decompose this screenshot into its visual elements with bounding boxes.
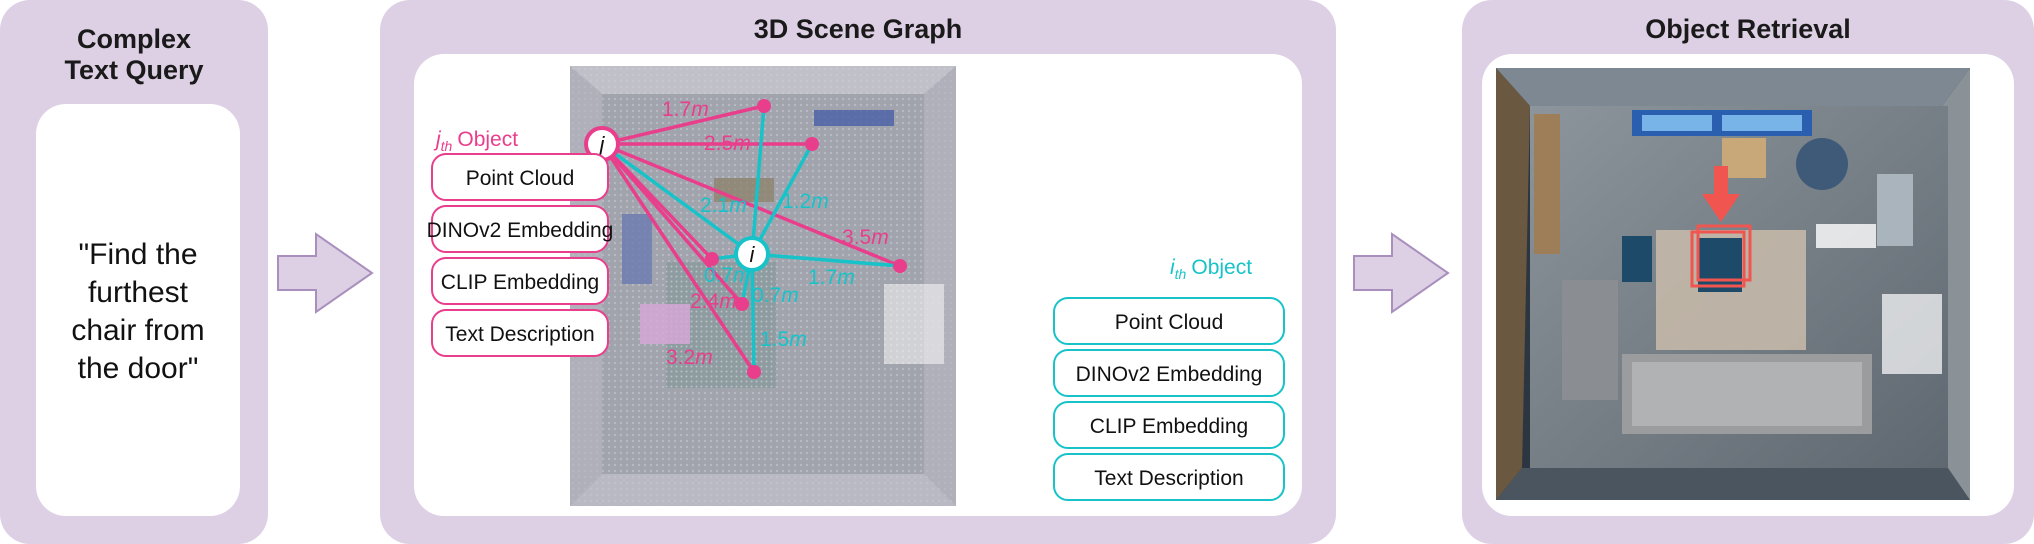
i-field-dinov2: DINOv2 Embedding: [1076, 363, 1263, 386]
j-field-dinov2: DINOv2 Embedding: [427, 219, 614, 242]
j-edges: [600, 104, 901, 373]
query-line-1: "Find the: [78, 238, 198, 271]
i-field-clip: CLIP Embedding: [1090, 415, 1248, 438]
retrieval-panel: Object Retrieval: [1462, 0, 2034, 544]
query-line-2: furthest: [87, 276, 189, 309]
i-edges: [600, 105, 901, 373]
scene-graph-svg: j i 1.7m 2.5m 3.5m 2.4m 3.2m 1.2m 2.1m 1…: [427, 66, 1285, 506]
edge-i-bottom: [750, 253, 756, 373]
query-box: "Find the furthest chair from the door": [36, 104, 240, 516]
edge-j-bottom: [600, 143, 756, 373]
node-i-label: i: [750, 242, 756, 267]
edge-i-top: [750, 105, 766, 255]
scene-graph-canvas: j i 1.7m 2.5m 3.5m 2.4m 3.2m 1.2m 2.1m 1…: [414, 54, 1302, 516]
dist-i-right: 1.7m: [808, 266, 855, 289]
query-line-4: the door": [77, 352, 199, 385]
edge-j-lower: [600, 142, 744, 306]
i-field-text-description: Text Description: [1094, 467, 1243, 490]
node-lower: [735, 297, 749, 311]
edge-i-right: [751, 252, 901, 268]
dist-j-top: 1.7m: [662, 98, 709, 121]
query-text: "Find the furthest chair from the door": [36, 236, 240, 388]
down-arrow-icon: [1702, 166, 1740, 222]
node-i: i: [734, 236, 770, 272]
title-line-2: Text Query: [64, 55, 204, 85]
room-render: [1496, 68, 1970, 500]
j-field-clip: CLIP Embedding: [441, 271, 599, 294]
j-field-text-description: Text Description: [445, 323, 594, 346]
i-field-point-cloud: Point Cloud: [1115, 311, 1224, 334]
edge-i-j: [600, 142, 754, 256]
dist-j-bottom: 3.2m: [666, 346, 713, 369]
query-panel-title: Complex Text Query: [0, 24, 268, 86]
title-line-1: Complex: [76, 24, 192, 54]
dist-i-left: 0.7m: [704, 264, 751, 287]
node-bottom: [747, 365, 761, 379]
node-left: [705, 252, 719, 266]
teal-distance-labels: 1.2m 2.1m 1.7m 0.7m 0.7m 1.5m: [700, 190, 855, 351]
edge-j-right: [601, 142, 901, 268]
dist-j-upper-right: 2.5m: [704, 132, 751, 155]
dist-i-left-mid: 0.7m: [752, 284, 799, 307]
scene-graph-title: 3D Scene Graph: [753, 14, 963, 44]
dist-i-upper-right: 1.2m: [782, 190, 829, 213]
query-panel: Complex Text Query "Find the furthest ch…: [0, 0, 268, 544]
dist-j-right: 3.5m: [842, 226, 889, 249]
flow-arrow-2-icon: [1353, 232, 1450, 314]
node-j: j: [584, 126, 620, 162]
node-j-label: j: [597, 132, 606, 157]
node-right: [893, 259, 907, 273]
retrieval-title: Object Retrieval: [1645, 14, 1851, 44]
node-top: [757, 99, 771, 113]
flow-arrow-1-icon: [277, 232, 374, 314]
dist-i-j: 2.1m: [700, 194, 747, 217]
retrieval-scene-svg: [1496, 68, 1970, 500]
retrieval-view: [1482, 54, 2014, 516]
dist-i-bottom: 1.5m: [760, 328, 807, 351]
dist-j-left-mid: 2.4m: [690, 290, 737, 313]
node-upper-right: [805, 137, 819, 151]
edge-j-top: [601, 104, 765, 146]
pink-distance-labels: 1.7m 2.5m 3.5m 2.4m 3.2m: [662, 98, 889, 369]
edge-i-upper-right: [750, 143, 814, 255]
retrieved-chair-highlight: [1690, 224, 1752, 288]
target-chair: [1698, 238, 1742, 292]
scene-graph-panel: 3D Scene Graph: [380, 0, 1336, 544]
j-field-point-cloud: Point Cloud: [466, 167, 575, 190]
object-nodes: [705, 99, 907, 379]
query-line-3: chair from: [71, 314, 205, 347]
